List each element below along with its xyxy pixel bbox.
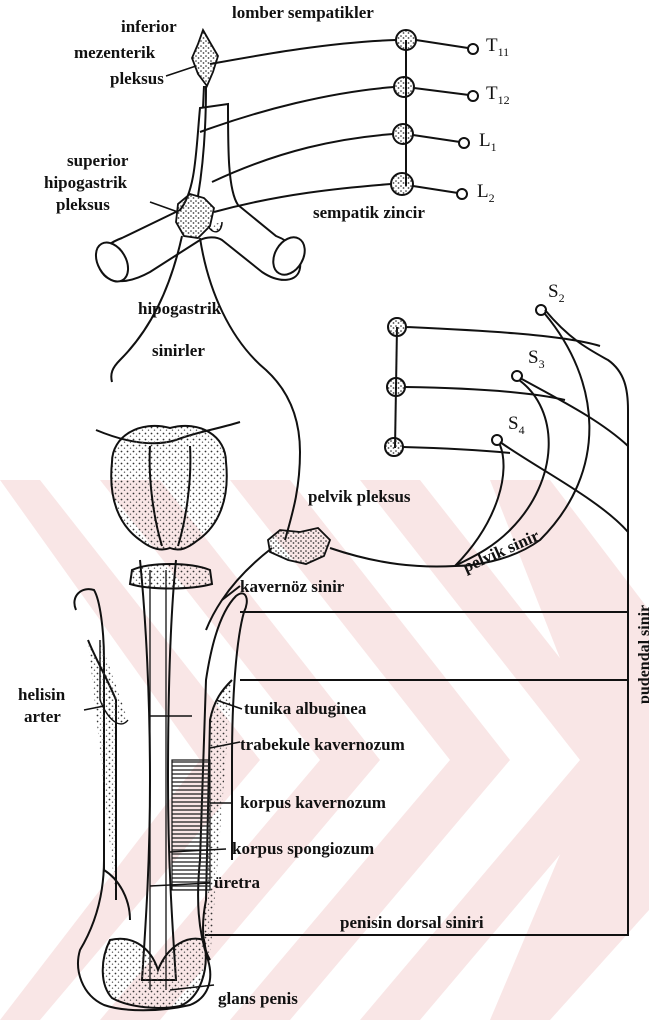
label-pudendal-sinir: pudendal sinir <box>636 605 649 704</box>
label-korpus-spongiozum: korpus spongiozum <box>232 840 374 857</box>
label-pleksus-inferior: pleksus <box>110 70 164 87</box>
root-t11: T11 <box>486 36 509 58</box>
sacral-ganglia <box>385 305 600 456</box>
label-pleksus-superior: pleksus <box>56 196 110 213</box>
sympathetic-chain <box>391 30 478 199</box>
label-trabekule-kavernozum: trabekule kavernozum <box>240 736 405 753</box>
label-mezenterik: mezenterik <box>74 44 155 61</box>
root-t12: T12 <box>486 84 510 106</box>
label-hipogastrik-sinir-1: hipogastrik <box>138 300 221 317</box>
root-s2: S2 <box>548 282 565 304</box>
label-dorsal-sinir: penisin dorsal siniri <box>340 914 484 931</box>
label-tunika-albuginea: tunika albuginea <box>244 700 366 717</box>
label-pelvik-pleksus: pelvik pleksus <box>308 488 411 505</box>
label-superior: superior <box>67 152 128 169</box>
root-l2: L2 <box>477 182 495 204</box>
label-arter: arter <box>24 708 61 725</box>
label-hipogastrik-sinir-2: sinirler <box>152 342 205 359</box>
label-glans-penis: glans penis <box>218 990 298 1007</box>
pelvic-splanchnic-nerve <box>330 314 589 567</box>
label-uretra: üretra <box>214 874 260 891</box>
label-helisin: helisin <box>18 686 65 703</box>
root-l1: L1 <box>479 131 497 153</box>
label-hipogastrik: hipogastrik <box>44 174 127 191</box>
label-korpus-kavernozum: korpus kavernozum <box>240 794 386 811</box>
root-s4: S4 <box>508 414 525 436</box>
label-inferior: inferior <box>121 18 177 35</box>
label-lomber-sempatikler: lomber sempatikler <box>232 4 374 21</box>
root-s3: S3 <box>528 348 545 370</box>
label-kavernoz-sinir: kavernöz sinir <box>240 578 344 595</box>
label-sempatik-zincir: sempatik zincir <box>313 204 425 221</box>
